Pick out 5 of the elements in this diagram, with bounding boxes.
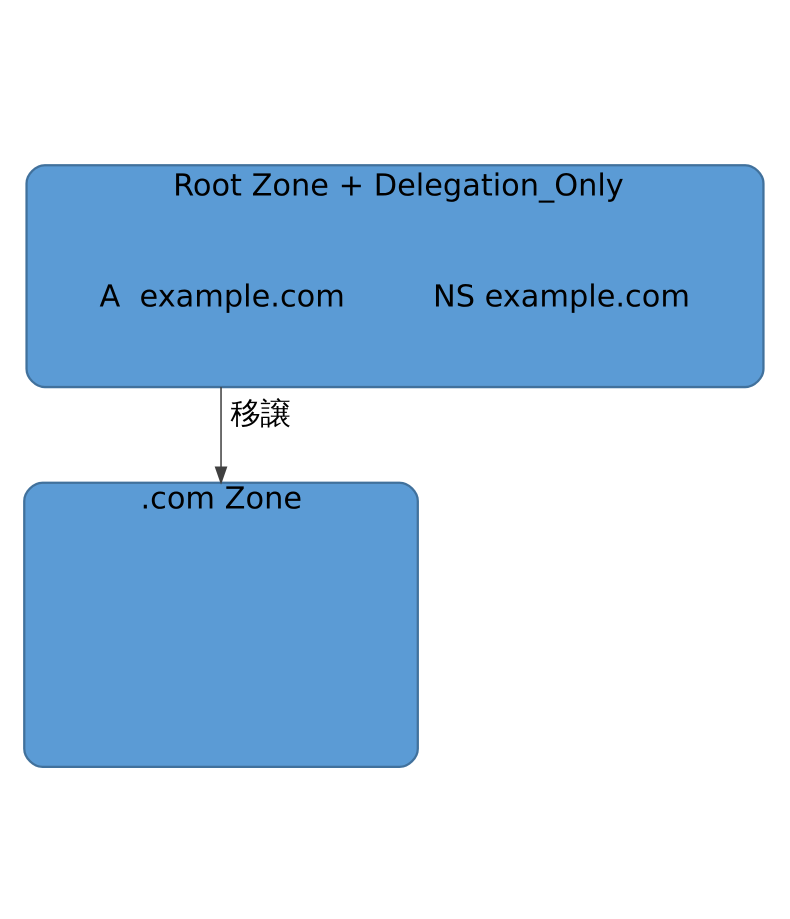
edge-label: 移譲: [230, 396, 291, 432]
node-text: NS example.com: [432, 279, 690, 314]
node-box: .com Zone: [23, 481, 419, 768]
arrow: [214, 386, 228, 484]
node-text: A example.com: [99, 279, 345, 314]
